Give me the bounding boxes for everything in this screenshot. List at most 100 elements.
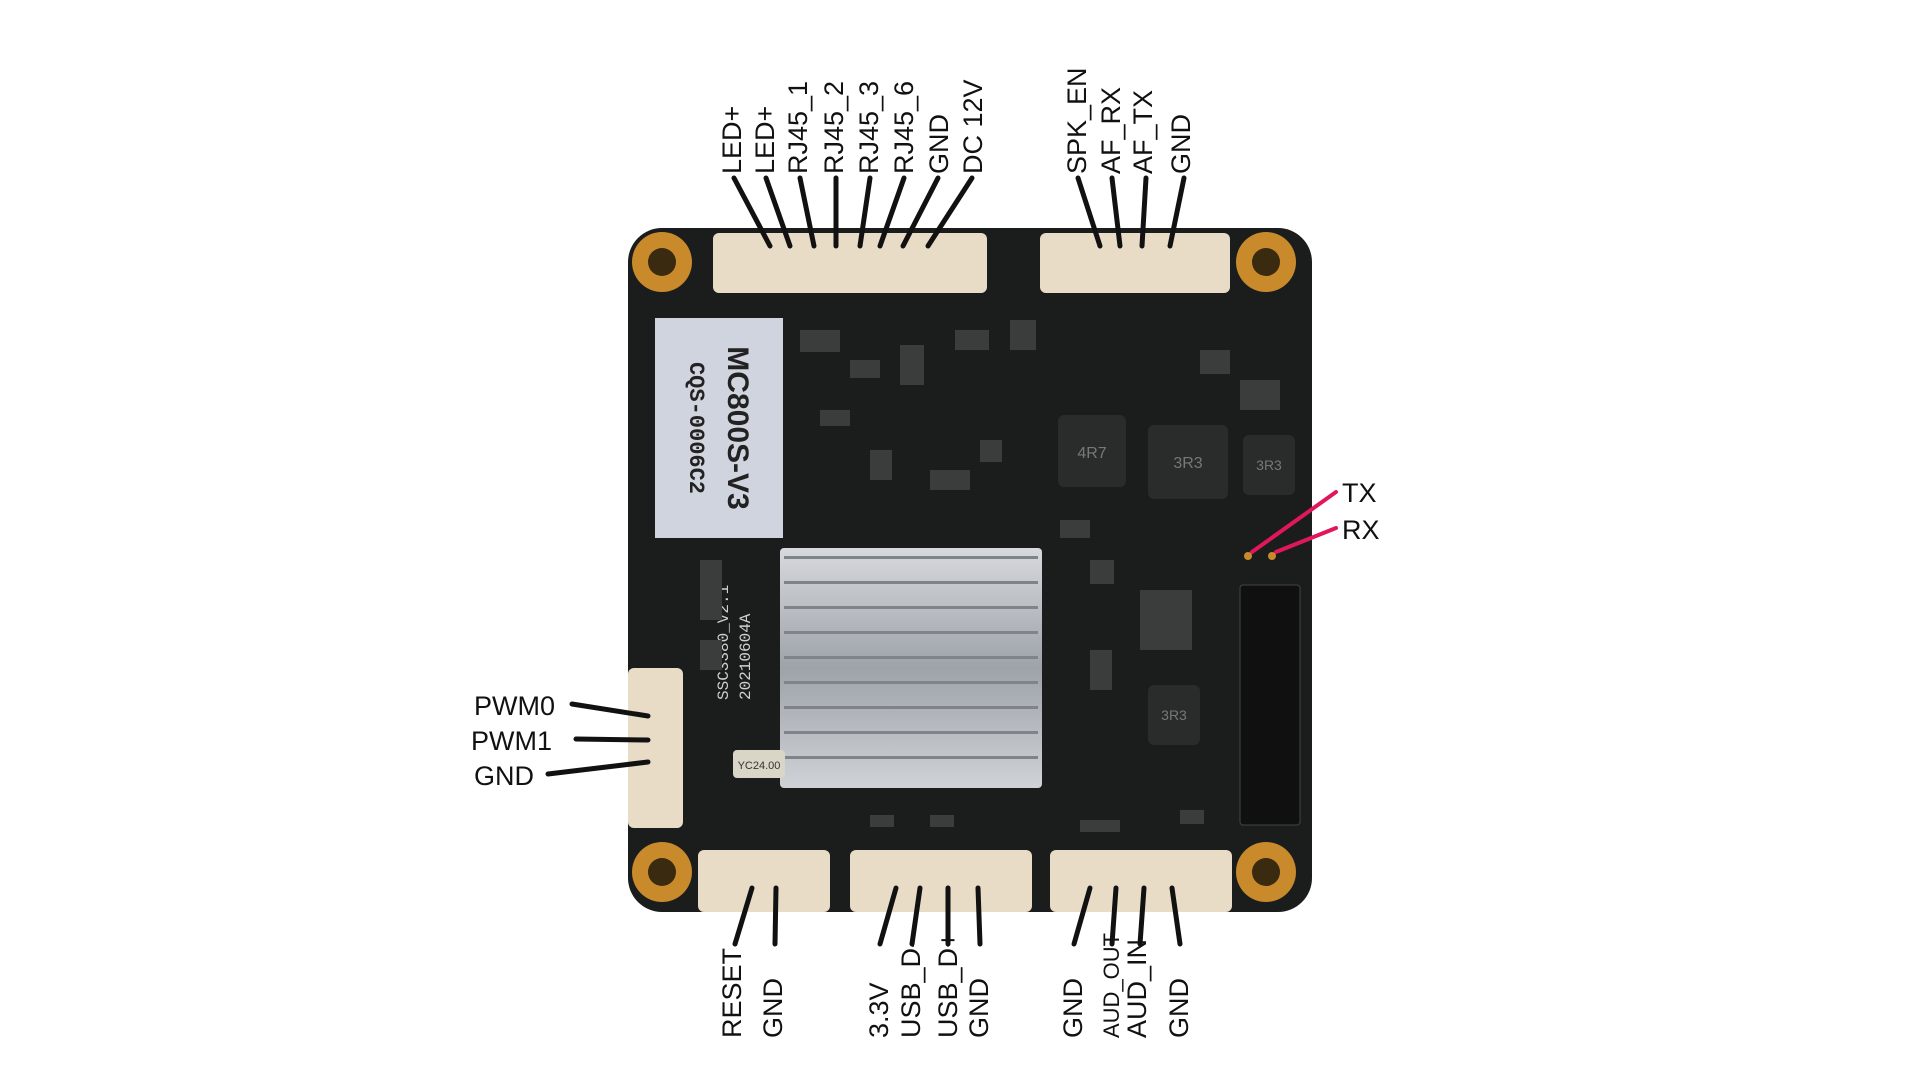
pin-label-gnd-bottom-2: GND bbox=[964, 978, 994, 1038]
smd-component bbox=[930, 815, 954, 827]
connector-bottom-1 bbox=[698, 850, 830, 912]
pin-label-gnd-bottom-3b: GND bbox=[1164, 978, 1194, 1038]
smd-component bbox=[1240, 380, 1280, 410]
smd-component bbox=[955, 330, 989, 350]
pin-leader-line bbox=[1139, 175, 1149, 249]
pin-label-usb-d-minus: USB_D- bbox=[896, 938, 926, 1038]
svg-text:3R3: 3R3 bbox=[1173, 455, 1202, 472]
mounting-hole-icon bbox=[1236, 842, 1296, 902]
pin-leader-line bbox=[909, 885, 923, 947]
smd-component bbox=[700, 640, 722, 670]
pin-leader-line bbox=[1109, 885, 1119, 947]
smd-component bbox=[1060, 520, 1090, 538]
pin-label-tx: TX bbox=[1342, 478, 1377, 508]
pin-label-af-tx: AF_TX bbox=[1128, 89, 1158, 174]
pin-label-led-plus-1: LED+ bbox=[717, 105, 747, 174]
pin-leader-line bbox=[975, 885, 983, 947]
pin-leader-line bbox=[569, 701, 651, 719]
smd-component bbox=[900, 345, 924, 385]
module-label-line2: CQS-0006C2 bbox=[683, 362, 708, 494]
heatsink-fin bbox=[784, 731, 1038, 734]
pin-label-af-rx: AF_RX bbox=[1096, 86, 1126, 174]
pin-label-dc-12v: DC 12V bbox=[958, 79, 988, 174]
heatsink-fin bbox=[784, 556, 1038, 559]
pin-label-gnd-bottom-1: GND bbox=[758, 978, 788, 1038]
pin-label-pwm0: PWM0 bbox=[474, 691, 555, 721]
pin-label-spk-en: SPK_EN bbox=[1062, 67, 1092, 174]
pin-leader-line bbox=[925, 175, 975, 249]
pin-label-rj45-6: RJ45_6 bbox=[889, 80, 919, 174]
pin-leader-line bbox=[900, 175, 941, 249]
smd-component bbox=[1080, 820, 1120, 832]
uart-pad-tx bbox=[1244, 552, 1252, 560]
svg-text:3R3: 3R3 bbox=[1161, 707, 1187, 723]
smd-component bbox=[820, 410, 850, 426]
smd-component bbox=[1090, 560, 1114, 584]
connector-top-right bbox=[1040, 233, 1230, 293]
pin-leader-line bbox=[772, 885, 779, 947]
inductor bbox=[1058, 415, 1126, 487]
heatsink-fin bbox=[784, 706, 1038, 709]
pin-leader-line bbox=[877, 885, 899, 947]
pin-label-rj45-3: RJ45_3 bbox=[854, 80, 884, 174]
heatsink-fin bbox=[784, 631, 1038, 634]
pin-label-rx: RX bbox=[1342, 515, 1380, 545]
module-label-line1: MC800S-V3 bbox=[721, 346, 754, 509]
pin-label-gnd-top-right: GND bbox=[1166, 114, 1196, 174]
smd-component bbox=[800, 330, 840, 352]
smd-component bbox=[870, 815, 894, 827]
pin-leader-line bbox=[1137, 885, 1147, 947]
inductor bbox=[1148, 685, 1200, 745]
pin-label-3v3: 3.3V bbox=[864, 982, 894, 1038]
pin-leader-line bbox=[731, 175, 773, 249]
smd-component bbox=[700, 560, 722, 620]
connector-top-left bbox=[713, 233, 987, 293]
pin-leader-line bbox=[797, 175, 817, 249]
pin-leader-line bbox=[1167, 175, 1187, 249]
mounting-hole-icon bbox=[632, 842, 692, 902]
pin-label-aud-out: AUD_OUT bbox=[1099, 932, 1124, 1038]
smd-component bbox=[870, 450, 892, 480]
pin-leader-line bbox=[1109, 175, 1123, 249]
pin-leader-line bbox=[1075, 175, 1103, 249]
pin-leader-line bbox=[857, 175, 873, 249]
pin-label-reset: RESET bbox=[717, 947, 747, 1038]
module-label bbox=[655, 318, 783, 538]
uart-leader-line bbox=[1274, 526, 1338, 554]
pin-label-gnd-bottom-3a: GND bbox=[1058, 978, 1088, 1038]
pin-label-gnd-top: GND bbox=[924, 114, 954, 174]
pin-label-rj45-1: RJ45_1 bbox=[783, 80, 813, 174]
heatsink-fin bbox=[784, 681, 1038, 684]
inductor bbox=[1148, 425, 1228, 499]
smd-component bbox=[980, 440, 1002, 462]
mounting-hole-icon bbox=[632, 232, 692, 292]
connector-bottom-2 bbox=[850, 850, 1032, 912]
smd-component bbox=[1200, 350, 1230, 374]
smd-component bbox=[1090, 650, 1112, 690]
pin-label-gnd-left: GND bbox=[474, 761, 534, 791]
pin-leader-line bbox=[1071, 885, 1093, 947]
pin-leader-line bbox=[545, 759, 651, 777]
pin-leader-line bbox=[1169, 885, 1183, 947]
pin-leader-line bbox=[877, 175, 907, 249]
pin-label-aud-in: AUD_IN bbox=[1122, 938, 1152, 1038]
crystal bbox=[733, 750, 785, 778]
smd-component bbox=[930, 470, 970, 490]
heatsink-fin bbox=[784, 606, 1038, 609]
silkscreen-date: 20210604A bbox=[737, 613, 755, 700]
inductor bbox=[1243, 435, 1295, 495]
mounting-hole-icon bbox=[1236, 232, 1296, 292]
uart-pad-rx bbox=[1268, 552, 1276, 560]
smd-component bbox=[1010, 320, 1036, 350]
ffc-connector bbox=[1239, 584, 1301, 826]
heatsink-fin bbox=[784, 581, 1038, 584]
smd-component bbox=[850, 360, 880, 378]
svg-text:4R7: 4R7 bbox=[1077, 445, 1106, 462]
pin-label-pwm1: PWM1 bbox=[471, 726, 552, 756]
pin-label-usb-d-plus: USB_D+ bbox=[933, 932, 963, 1038]
pin-leader-line bbox=[573, 736, 651, 743]
connector-left bbox=[628, 668, 683, 828]
pin-leader-line bbox=[732, 885, 755, 947]
